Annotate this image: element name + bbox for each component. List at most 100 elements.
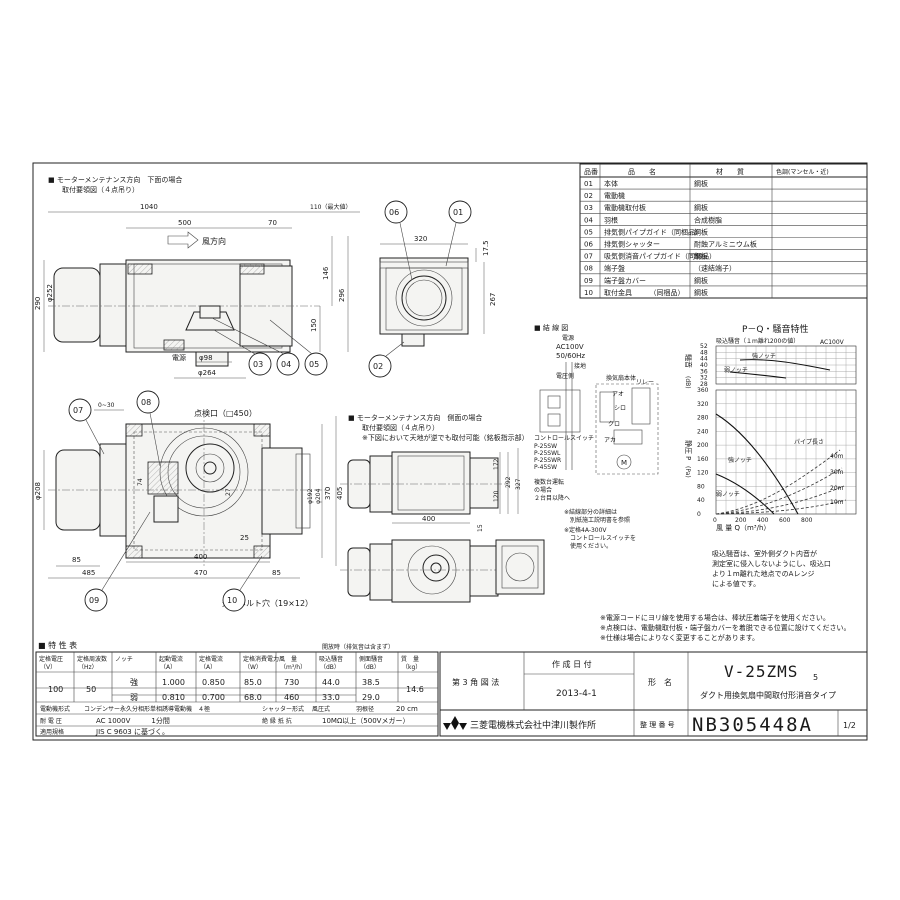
bubble-07: 07 xyxy=(73,406,83,415)
pq-chart: P－Q・騒音特性 吸込騒音（１m離れ200の値） AC100V 騒音 (dB) … xyxy=(684,323,857,588)
inspection-port-label: 点検口（□450） xyxy=(194,408,257,418)
spec-standard: JIS C 9603 に基づく。 xyxy=(95,727,169,736)
wiring-switch-2: P-25SWL xyxy=(534,450,561,457)
part-number: 08 xyxy=(584,265,593,273)
bubble-01: 01 xyxy=(453,208,463,217)
pq-noise-note: 吸込騒音（１m離れ200の値） xyxy=(716,337,799,345)
spec-cell: 強 xyxy=(130,677,138,687)
dim-25: 25 xyxy=(240,534,249,542)
wiring-frequency: 50/60Hz xyxy=(556,352,585,360)
product-description: ダクト用換気扇中間取付形消音タイプ xyxy=(700,690,836,700)
model-suffix: 5 xyxy=(813,673,818,682)
wiring-title: ■ 結 線 図 xyxy=(534,323,568,332)
bubble-08: 08 xyxy=(141,398,151,407)
page-number: 1/2 xyxy=(843,721,856,730)
bottom-view-subtitle: 取付要領図（４点吊り） xyxy=(62,185,139,194)
pq-noise-tick: 48 xyxy=(700,349,708,356)
side-view-title: ■ モーターメンテナンス方向 側面の場合 xyxy=(348,413,482,422)
wiring-relay: リレー xyxy=(636,379,654,386)
side-view-subtitle: 取付要領図（４点吊り） xyxy=(362,423,439,432)
pq-x-tick: 400 xyxy=(757,517,769,524)
wiring-source: 電源 xyxy=(562,334,574,342)
spec-table: ■ 特 性 表 開放時（排気音は含まず） 定格電圧（V）定格周波数（Hz）ノッチ… xyxy=(35,640,439,737)
spec-cell: 弱 xyxy=(130,693,138,702)
pq-noise-unit: (dB) xyxy=(684,376,691,389)
wiring-switch-3: P-25SWR xyxy=(534,457,561,464)
dim-320: 320 xyxy=(414,235,427,243)
part-name: 本体 xyxy=(604,179,618,188)
wiring-note-3: ※定格4A-300V xyxy=(564,526,607,534)
dim-405: 405 xyxy=(336,487,344,500)
dim-phi204: φ204 xyxy=(315,488,322,504)
date-label: 作 成 日 付 xyxy=(552,659,592,669)
dim-phi264: φ264 xyxy=(198,369,217,377)
wiring-wire-shiro: シロ xyxy=(614,405,626,412)
wiring-note-2: 別紙施工説明書を参照 xyxy=(570,516,630,524)
reference-number: NB305448A xyxy=(692,714,813,736)
part-number: 07 xyxy=(584,253,593,261)
power-label: 電源 xyxy=(172,353,186,362)
pq-x-tick: 800 xyxy=(801,517,813,524)
spec-header: 質 量 xyxy=(401,655,419,663)
side-dim-400: 400 xyxy=(422,515,435,523)
pq-static-tick: 80 xyxy=(697,483,705,490)
part-number: 05 xyxy=(584,228,593,236)
spec-cell: 1.000 xyxy=(162,678,185,687)
dim-146: 146 xyxy=(322,266,330,280)
spec-blade-label: 羽根径 xyxy=(356,705,374,713)
bubble-05: 05 xyxy=(309,360,319,369)
wiring-note-4: コントロールスイッチを xyxy=(570,535,636,542)
part-number: 09 xyxy=(584,277,593,285)
pq-x-tick: 200 xyxy=(735,517,747,524)
side-dim-15: 15 xyxy=(477,524,484,532)
projection-method: 第 3 角 図 法 xyxy=(452,677,499,687)
side-dim-120: 120 xyxy=(493,490,500,502)
end-view: 320 17.5 267 xyxy=(379,235,497,347)
pq-static-tick: 280 xyxy=(697,415,709,422)
mitsubishi-logo-icon xyxy=(443,716,467,730)
spec-blade: 20 cm xyxy=(396,705,418,713)
spec-unit: （kg） xyxy=(402,664,421,671)
part-material: 鋼板 xyxy=(694,252,708,261)
side-dim-327: 327 xyxy=(515,478,522,490)
spec-cell: 29.0 xyxy=(362,693,380,702)
pq-noise-strong: 強ノッチ xyxy=(752,352,776,360)
spec-motor-type-label: 電動機形式 xyxy=(40,705,70,713)
dim-phi252: φ252 xyxy=(46,284,54,302)
pq-pipe-label: パイプ長さ xyxy=(794,439,824,446)
pq-pipe-30: 30m xyxy=(830,469,844,476)
spec-cell: 68.0 xyxy=(244,693,262,702)
spec-header: 定格周波数 xyxy=(77,655,107,663)
bottom-view-title: ■ モーターメンテナンス方向 下面の場合 xyxy=(48,175,182,184)
part-material: （速結端子） xyxy=(694,264,736,273)
pq-noise-tick: 28 xyxy=(700,381,708,388)
dim-296: 296 xyxy=(338,288,346,302)
spec-unit: （m³/h） xyxy=(280,664,306,671)
dim-267: 267 xyxy=(489,293,497,306)
pq-noise-tick: 44 xyxy=(700,356,708,363)
pq-x-label: 風 量 Q（m³/h） xyxy=(716,524,770,532)
pq-noise-tick: 32 xyxy=(700,375,708,382)
dim-phi208: φ208 xyxy=(34,482,42,500)
spec-cell: 85.0 xyxy=(244,678,262,687)
dim-phi98: φ98 xyxy=(199,354,213,362)
pq-static-tick: 40 xyxy=(697,497,705,504)
pq-note-2: 測定室に侵入しないようにし、吸込口 xyxy=(712,559,831,568)
spec-voltage: 100 xyxy=(48,685,63,694)
pq-weak-curve xyxy=(715,473,775,515)
part-material: 鋼板 xyxy=(694,276,708,285)
spec-shutter-label: シャッター形式 xyxy=(262,705,304,713)
wiring-voltage-side: 電圧側 xyxy=(556,372,574,380)
dim-85-right: 85 xyxy=(272,569,281,577)
pq-strong-curve xyxy=(715,413,799,515)
spec-header: 風 量 xyxy=(279,656,297,663)
pq-ac-label: AC100V xyxy=(820,339,845,346)
wiring-multi-3: ２台目以降へ xyxy=(534,494,570,502)
spec-cell: 0.810 xyxy=(162,693,185,702)
pq-static-label: 静圧 xyxy=(684,440,693,454)
side-view-note: ※下図において天地が逆でも取付可能（銘板指示部） xyxy=(362,433,529,442)
pipe-40m-curve xyxy=(715,449,841,515)
spec-unit: （W） xyxy=(244,664,262,671)
